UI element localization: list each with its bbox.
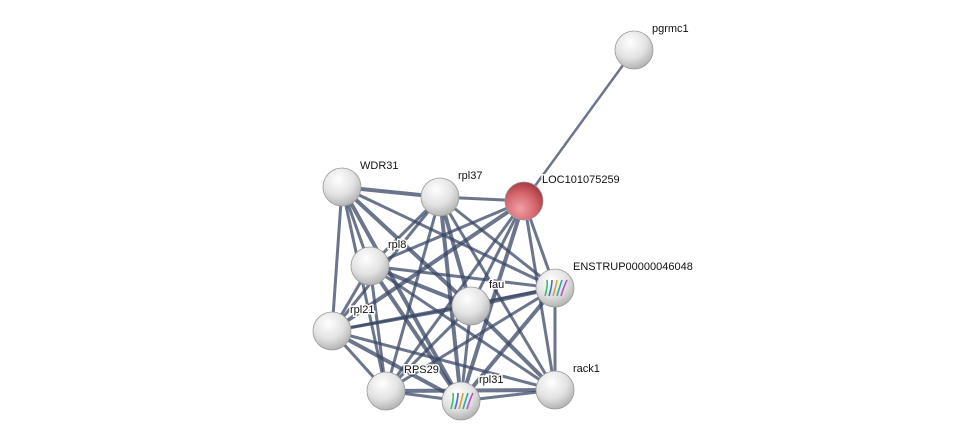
protein-structure-icon bbox=[450, 392, 474, 410]
edge-fau-rack1[interactable] bbox=[469, 304, 557, 392]
edge-rpl37-rack1[interactable] bbox=[438, 196, 557, 391]
edge-ENSTRUP00000046048-rpl21[interactable] bbox=[331, 286, 556, 333]
node-label: rack1 bbox=[573, 363, 600, 375]
node-rpl21[interactable]: rpl21 bbox=[312, 303, 376, 351]
node-sphere[interactable] bbox=[614, 30, 654, 70]
node-label: ENSTRUP00000046048 bbox=[573, 261, 693, 273]
node-pgrmc1[interactable]: pgrmc1 bbox=[614, 22, 690, 70]
node-sphere[interactable] bbox=[504, 181, 544, 221]
node-label: LOC101075259 bbox=[542, 174, 620, 186]
node-label: rpl37 bbox=[458, 170, 482, 182]
node-sphere[interactable] bbox=[366, 371, 406, 411]
node-fau[interactable]: fau bbox=[451, 278, 506, 326]
edge-rpl8-ENSTRUP00000046048[interactable] bbox=[369, 264, 556, 290]
node-rpl31[interactable]: rpl31 bbox=[441, 373, 505, 421]
edge-rpl8-rack1[interactable] bbox=[369, 264, 556, 392]
edges-layer bbox=[330, 49, 636, 403]
edge-rpl8-rpl31[interactable] bbox=[368, 264, 463, 403]
edge-WDR31-rpl31[interactable] bbox=[340, 186, 463, 402]
node-label: rpl8 bbox=[388, 239, 406, 251]
node-rpl37[interactable]: rpl37 bbox=[420, 169, 484, 217]
node-label: rpl21 bbox=[350, 304, 374, 316]
node-sphere[interactable] bbox=[451, 286, 491, 326]
node-label: RPS29 bbox=[404, 364, 439, 376]
edge-rpl37-ENSTRUP00000046048[interactable] bbox=[439, 195, 556, 290]
node-sphere[interactable] bbox=[420, 177, 460, 217]
edge-LOC101075259-fau[interactable] bbox=[469, 200, 526, 307]
node-WDR31[interactable]: WDR31 bbox=[322, 159, 400, 207]
edge-ENSTRUP00000046048-rpl31[interactable] bbox=[459, 286, 557, 403]
node-ENSTRUP00000046048[interactable]: ENSTRUP00000046048 bbox=[535, 260, 694, 308]
node-label: WDR31 bbox=[360, 160, 399, 172]
node-label: pgrmc1 bbox=[652, 23, 689, 35]
edge-WDR31-ENSTRUP00000046048[interactable] bbox=[341, 185, 556, 290]
node-label: rpl31 bbox=[479, 374, 503, 386]
edge-WDR31-rpl21[interactable] bbox=[330, 186, 344, 332]
node-sphere[interactable] bbox=[312, 311, 352, 351]
edge-pgrmc1-LOC101075259[interactable] bbox=[522, 49, 636, 202]
node-label: fau bbox=[489, 279, 504, 291]
node-RPS29[interactable]: RPS29 bbox=[366, 363, 440, 411]
node-rpl8[interactable]: rpl8 bbox=[350, 238, 408, 286]
node-sphere[interactable] bbox=[350, 246, 390, 286]
node-rack1[interactable]: rack1 bbox=[535, 362, 601, 410]
protein-structure-icon bbox=[544, 279, 568, 297]
node-sphere[interactable] bbox=[322, 167, 362, 207]
node-LOC101075259[interactable]: LOC101075259 bbox=[504, 173, 621, 221]
node-sphere[interactable] bbox=[535, 370, 575, 410]
edge-LOC101075259-rpl8[interactable] bbox=[369, 199, 525, 268]
edge-rpl21-rack1[interactable] bbox=[331, 329, 556, 392]
edge-fau-RPS29[interactable] bbox=[384, 304, 473, 393]
edge-rpl8-RPS29[interactable] bbox=[368, 265, 388, 392]
